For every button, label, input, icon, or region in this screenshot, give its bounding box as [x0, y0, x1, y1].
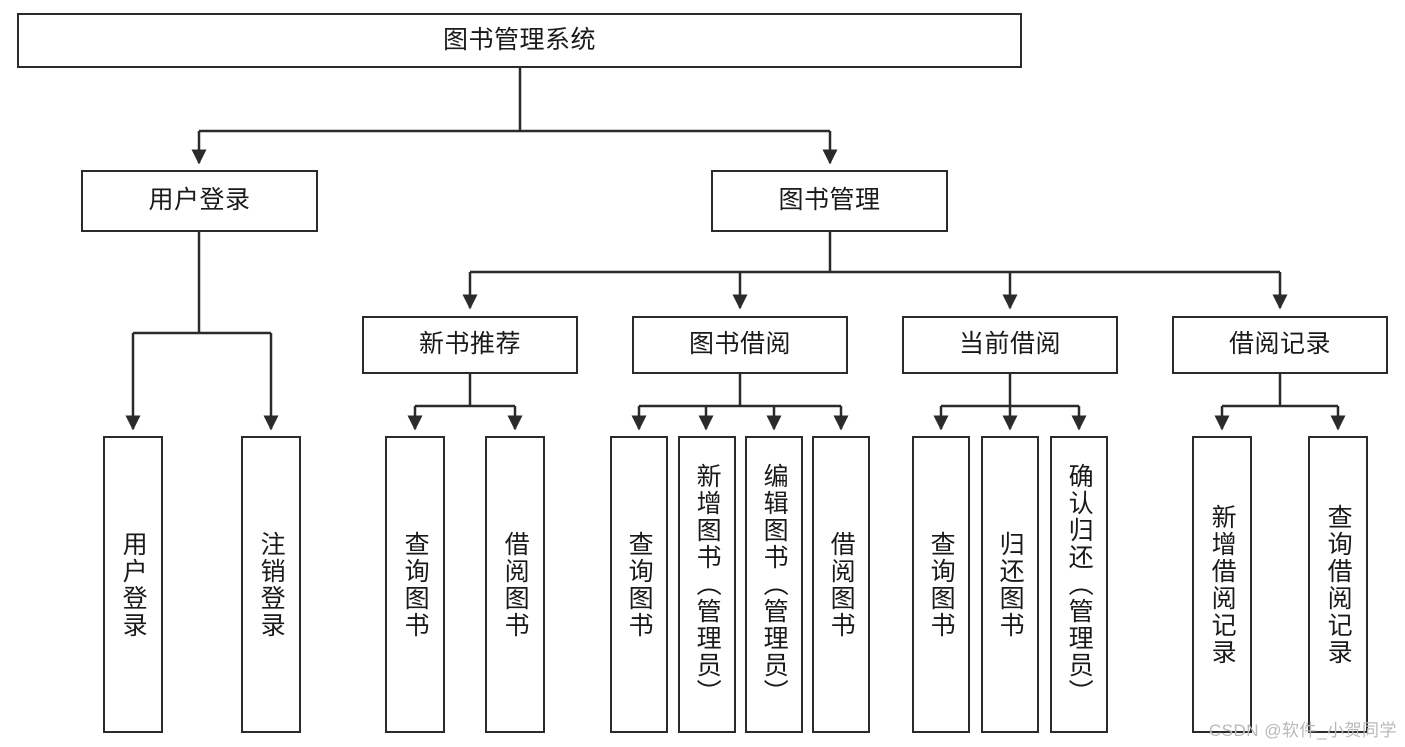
node-label: 归还图书: [996, 530, 1025, 639]
node-label: 新书推荐: [418, 330, 521, 359]
leaf-edit-book-admin[interactable]: 编辑图书（管理员）: [745, 436, 803, 733]
node-label: 查询借阅记录: [1324, 503, 1353, 666]
node-label: 图书管理系统: [442, 25, 596, 54]
node-book-borrow[interactable]: 图书借阅: [632, 316, 848, 374]
node-borrow-record[interactable]: 借阅记录: [1172, 316, 1388, 374]
node-root-book-management-system[interactable]: 图书管理系统: [17, 13, 1022, 68]
node-user-login[interactable]: 用户登录: [81, 170, 318, 232]
leaf-borrow-book-recommend[interactable]: 借阅图书: [485, 436, 545, 733]
node-label: 确认归还（管理员）: [1065, 463, 1094, 706]
leaf-logout[interactable]: 注销登录: [241, 436, 301, 733]
node-label: 当前借阅: [958, 330, 1061, 359]
node-label: 注销登录: [257, 530, 286, 639]
node-current-borrow[interactable]: 当前借阅: [902, 316, 1118, 374]
node-label: 新增借阅记录: [1208, 503, 1237, 666]
node-label: 编辑图书（管理员）: [760, 463, 789, 706]
leaf-add-borrow-record[interactable]: 新增借阅记录: [1192, 436, 1252, 733]
leaf-query-book-borrow[interactable]: 查询图书: [610, 436, 668, 733]
leaf-add-book-admin[interactable]: 新增图书（管理员）: [678, 436, 736, 733]
node-label: 新增图书（管理员）: [693, 463, 722, 706]
node-label: 用户登录: [119, 530, 148, 639]
node-label: 查询图书: [401, 530, 430, 639]
node-new-book-recommend[interactable]: 新书推荐: [362, 316, 578, 374]
leaf-borrow-book[interactable]: 借阅图书: [812, 436, 870, 733]
node-label: 借阅记录: [1228, 330, 1331, 359]
leaf-return-book[interactable]: 归还图书: [981, 436, 1039, 733]
leaf-query-book-current[interactable]: 查询图书: [912, 436, 970, 733]
csdn-watermark: CSDN @软件_小贺同学: [1208, 721, 1397, 740]
leaf-query-borrow-record[interactable]: 查询借阅记录: [1308, 436, 1368, 733]
node-label: 查询图书: [625, 530, 654, 639]
node-label: 图书管理: [778, 186, 881, 215]
node-label: 查询图书: [927, 530, 956, 639]
node-book-management[interactable]: 图书管理: [711, 170, 948, 232]
node-label: 图书借阅: [688, 330, 791, 359]
leaf-query-book-recommend[interactable]: 查询图书: [385, 436, 445, 733]
node-label: 借阅图书: [827, 530, 856, 639]
node-label: 用户登录: [148, 186, 251, 215]
node-label: 借阅图书: [501, 530, 530, 639]
leaf-confirm-return-admin[interactable]: 确认归还（管理员）: [1050, 436, 1108, 733]
leaf-user-login[interactable]: 用户登录: [103, 436, 163, 733]
